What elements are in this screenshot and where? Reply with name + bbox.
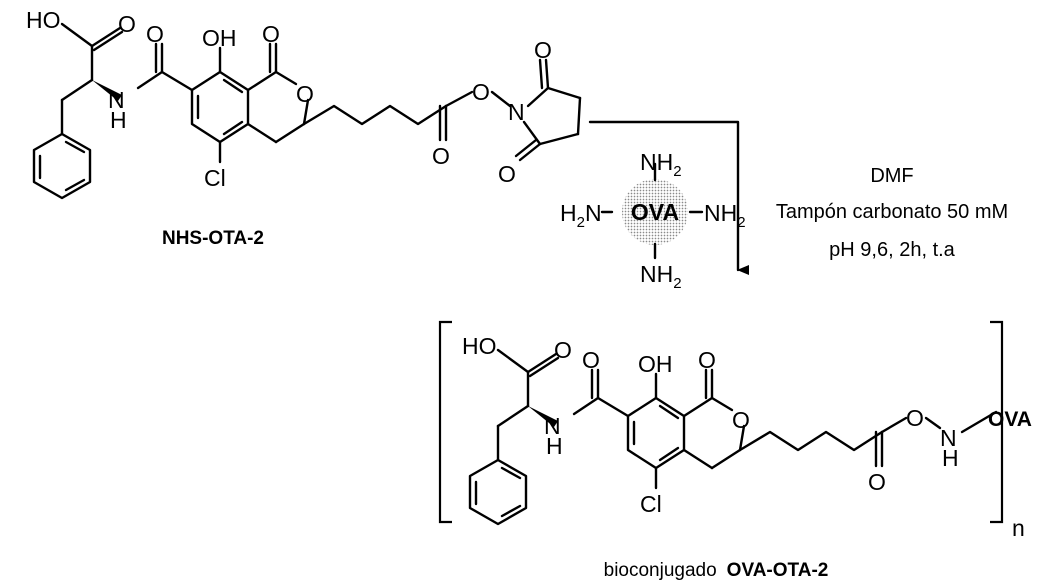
atom-label-oh: OH xyxy=(638,351,673,377)
atom-label-o: O xyxy=(582,347,600,373)
atom-label-o: O xyxy=(432,143,450,169)
atom-label-o: O xyxy=(472,79,490,105)
atom-label-o: O xyxy=(534,37,552,63)
condition-buffer: Tampón carbonato 50 mM xyxy=(776,201,1008,223)
atom-label-o: O xyxy=(906,405,924,431)
amine-right: NH2 xyxy=(704,200,746,231)
product-end-group: OVA xyxy=(988,408,1032,431)
atom-label-n: N xyxy=(940,425,957,451)
condition-solvent: DMF xyxy=(870,165,913,187)
repeat-bracket-left xyxy=(438,320,452,524)
atom-label-oh: OH xyxy=(202,25,237,51)
reactant-name: NHS-OTA-2 xyxy=(162,228,264,249)
atom-label-o: O xyxy=(146,21,164,47)
amine-top: NH2 xyxy=(640,149,682,180)
atom-label-o: O xyxy=(554,337,572,363)
atom-label-o: O xyxy=(732,407,750,433)
atom-label-o: O xyxy=(868,469,886,495)
ova-reagent: NH2 NH2 H2N NH2 OVA xyxy=(560,149,746,292)
condition-ph-time-temp: pH 9,6, 2h, t.a xyxy=(829,239,956,261)
atom-label-o: O xyxy=(118,11,136,37)
atom-label-o: O xyxy=(498,161,516,187)
repeat-subscript: n xyxy=(1012,515,1025,541)
atom-label-h: H xyxy=(942,445,959,471)
atom-label-n: N xyxy=(544,413,561,439)
reactant-structure: HO O N H O OH Cl O O O O N O O xyxy=(26,7,582,200)
atom-label-o: O xyxy=(262,21,280,47)
atom-label-o: O xyxy=(698,347,716,373)
ova-core-label: OVA xyxy=(631,199,679,225)
atom-label-cl: Cl xyxy=(204,165,226,191)
atom-label-cl: Cl xyxy=(640,491,662,517)
atom-label-ho: HO xyxy=(26,7,61,33)
reaction-arrow xyxy=(588,120,749,275)
atom-label-o: O xyxy=(296,81,314,107)
atom-label-h: H xyxy=(110,107,127,133)
repeat-bracket-right xyxy=(990,320,1004,524)
product-structure: HO O N H O OH Cl O O O O N H OVA n xyxy=(438,320,1032,541)
atom-label-ho: HO xyxy=(462,333,497,359)
atom-label-n: N xyxy=(508,99,525,125)
amine-left: H2N xyxy=(560,200,602,231)
amine-bottom: NH2 xyxy=(640,261,682,292)
atom-label-h: H xyxy=(546,433,563,459)
atom-label-n: N xyxy=(108,87,125,113)
ova-dotted-sphere xyxy=(622,179,688,245)
